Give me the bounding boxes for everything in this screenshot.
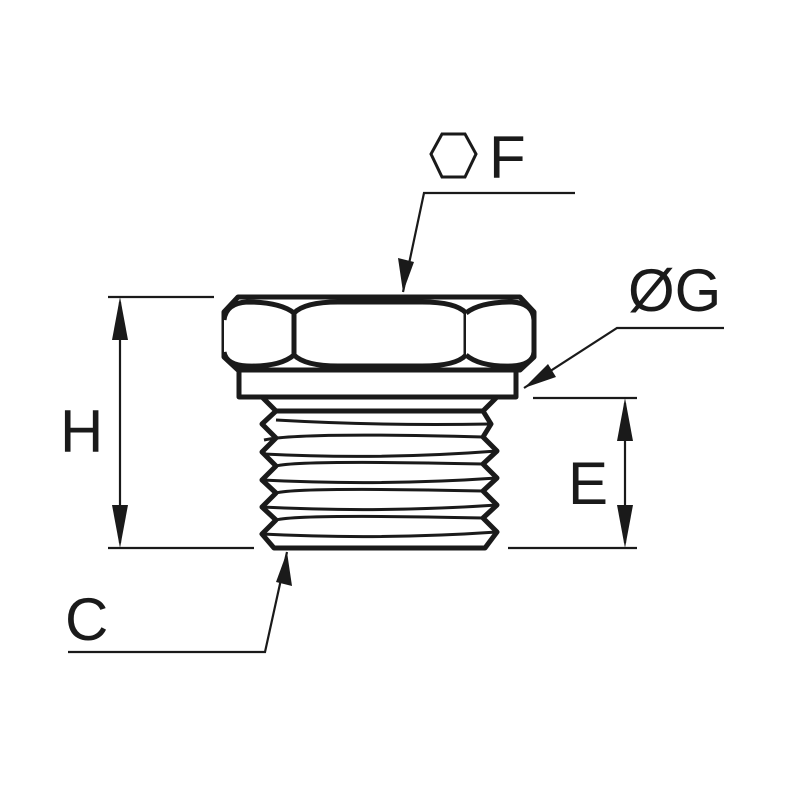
label-g: ØG	[628, 257, 721, 324]
label-e: E	[568, 450, 608, 517]
arrowhead-e-bottom	[617, 505, 633, 548]
collar	[236, 367, 519, 400]
arrowhead-h-bottom	[112, 505, 128, 548]
hex-face-left	[221, 299, 297, 369]
label-c: C	[65, 586, 108, 653]
hex-plug	[221, 294, 537, 551]
label-h: H	[60, 398, 103, 465]
arrowhead-g	[524, 364, 556, 388]
leader-f	[401, 191, 575, 293]
arrowhead-e-top	[617, 398, 633, 441]
arrowhead-c	[276, 552, 292, 586]
label-f: F	[489, 124, 526, 191]
thread-body	[259, 408, 500, 551]
hex-face-right	[464, 299, 537, 369]
arrowhead-h-top	[112, 297, 128, 340]
hex-face-center	[291, 299, 469, 369]
thread-lines	[261, 418, 498, 539]
leader-c	[68, 551, 289, 654]
hexagon-icon	[429, 132, 478, 179]
arrowhead-f	[398, 258, 414, 292]
leader-g	[523, 326, 724, 389]
